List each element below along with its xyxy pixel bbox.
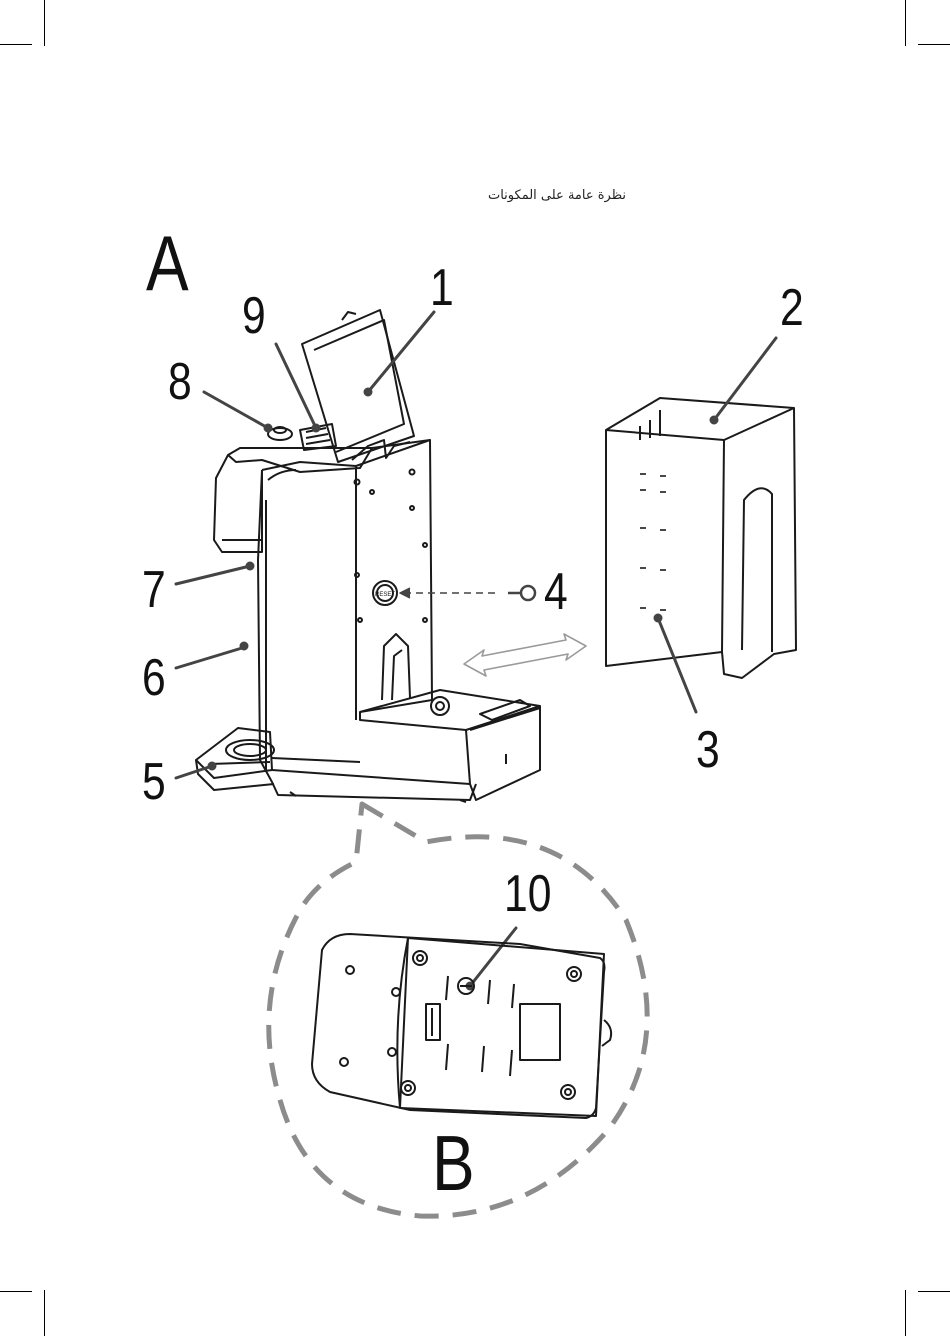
callout-8: 8: [168, 356, 192, 408]
callout-5: 5: [142, 756, 166, 808]
callout-6: 6: [142, 652, 166, 704]
callout-4: 4: [544, 566, 568, 618]
callout-2: 2: [780, 282, 804, 334]
figure-label-b: B: [432, 1124, 475, 1202]
callout-7: 7: [142, 564, 166, 616]
reset-label: RESET: [375, 592, 395, 598]
callout-3: 3: [696, 724, 720, 776]
water-tank: [606, 398, 796, 678]
coffee-machine: [196, 310, 540, 802]
callout-9: 9: [242, 290, 266, 342]
double-arrow: [464, 634, 586, 676]
base-underside: [312, 934, 611, 1118]
figure-label-a: A: [146, 224, 189, 302]
callout-10: 10: [504, 868, 551, 920]
callout-1: 1: [430, 262, 454, 314]
